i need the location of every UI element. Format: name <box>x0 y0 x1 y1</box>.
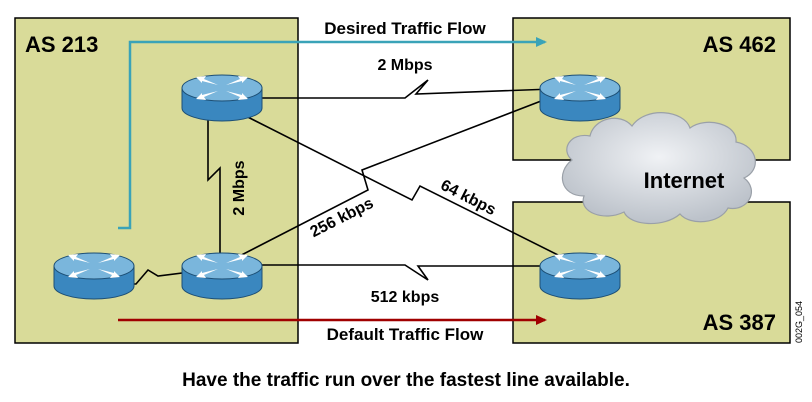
router-arrow-icon <box>554 91 576 100</box>
router-as213-top <box>181 74 263 122</box>
router-arrow-icon <box>554 254 576 263</box>
internet-label: Internet <box>644 168 725 193</box>
desired-flow-label-bg <box>300 16 510 40</box>
link-r1-as462 <box>222 79 581 99</box>
router-arrow-icon <box>68 269 90 278</box>
link-label-r1-as462: 2 Mbps <box>377 57 432 74</box>
router-arrow-icon <box>584 269 606 278</box>
router-arrow-icon <box>584 254 606 263</box>
router-arrow-icon <box>226 254 248 263</box>
caption: Have the traffic run over the fastest li… <box>182 370 630 391</box>
router-arrow-icon <box>196 76 218 85</box>
router-arrow-icon <box>98 269 120 278</box>
router-as213-bottom-right <box>181 252 263 300</box>
router-arrow-icon <box>68 254 90 263</box>
link-r2-as462 <box>221 85 581 266</box>
router-arrow-icon <box>554 269 576 278</box>
default-flow-label: Default Traffic Flow <box>327 325 485 344</box>
router-arrow-icon <box>196 254 218 263</box>
router-as387 <box>539 252 621 300</box>
as-387-label: AS 387 <box>703 310 776 335</box>
router-as462 <box>539 74 621 122</box>
as-462-label: AS 462 <box>703 32 776 57</box>
as-213-box <box>14 17 299 344</box>
router-arrow-icon <box>226 269 248 278</box>
link-label-r1-r2: 2 Mbps <box>231 160 248 215</box>
link-label-r1-as387: 64 kbps <box>438 177 499 219</box>
as-213-label: AS 213 <box>25 32 98 57</box>
router-arrow-icon <box>196 91 218 100</box>
link-r2-as387 <box>222 264 580 281</box>
desired-flow-arrow <box>118 37 547 230</box>
router-arrow-icon <box>584 76 606 85</box>
link-r1-r2 <box>207 110 221 256</box>
router-arrow-icon <box>226 76 248 85</box>
router-arrow-icon <box>196 269 218 278</box>
figure-code: 002G_054 <box>794 301 804 343</box>
link-label-r2-as462: 256 kbps <box>308 195 377 241</box>
router-arrow-icon <box>554 76 576 85</box>
router-arrow-icon <box>98 254 120 263</box>
link-r1-as387 <box>221 103 581 267</box>
desired-flow-label: Desired Traffic Flow <box>324 19 486 38</box>
router-as213-bottom-left <box>53 252 135 300</box>
router-arrow-icon <box>226 91 248 100</box>
internet-cloud: Internet <box>561 112 756 225</box>
router-arrow-icon <box>584 91 606 100</box>
link-label-r2-as387: 512 kbps <box>371 289 440 306</box>
default-flow-label-bg <box>300 322 510 346</box>
